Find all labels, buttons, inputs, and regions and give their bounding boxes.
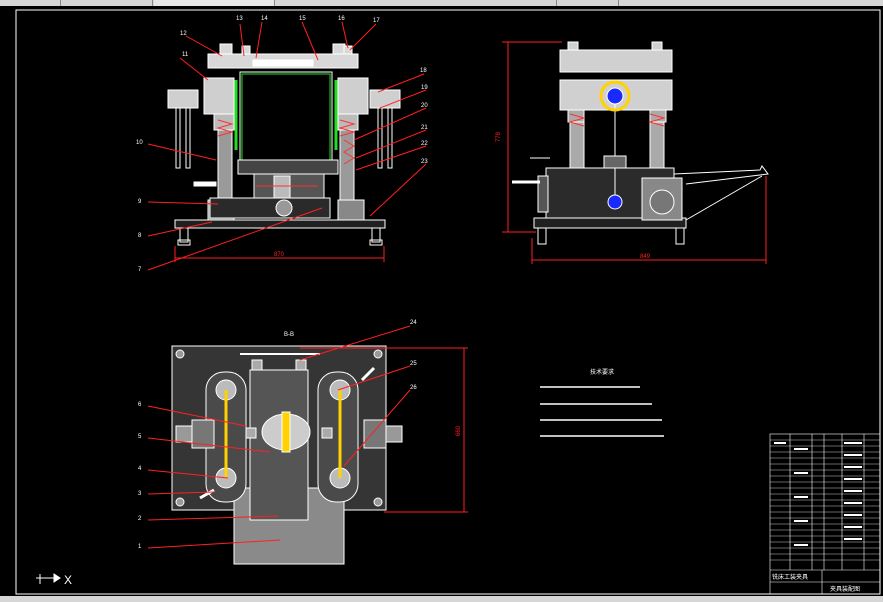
toolbar-segment[interactable] <box>558 0 619 6</box>
callout-4: 4 <box>138 466 142 472</box>
cad-drawing-canvas[interactable]: 12 11 13 14 15 16 17 18 19 20 21 22 23 1… <box>0 6 883 596</box>
side-view <box>512 41 769 245</box>
callout-21: 21 <box>421 125 428 131</box>
callout-24: 24 <box>410 320 417 326</box>
ucs-icon <box>36 573 61 584</box>
plan-height-label: 660 <box>456 425 462 436</box>
plan-view-callouts <box>147 325 411 549</box>
callout-17: 17 <box>373 18 380 24</box>
callout-13: 13 <box>236 16 243 22</box>
callout-3: 3 <box>138 491 142 497</box>
callout-11: 11 <box>182 52 189 58</box>
callout-10: 10 <box>136 140 143 146</box>
callout-14: 14 <box>261 16 268 22</box>
front-width-dimension <box>174 246 385 262</box>
front-view-callouts <box>147 21 427 271</box>
toolbar-strip <box>0 0 883 6</box>
parts-list-text-marks <box>774 442 862 546</box>
callout-6: 6 <box>138 402 142 408</box>
side-height-dimension <box>502 41 562 233</box>
front-view-callout-labels: 12 11 13 14 15 16 17 18 19 20 21 22 23 1… <box>136 16 428 273</box>
callout-16: 16 <box>338 16 345 22</box>
callout-9: 9 <box>138 199 142 205</box>
callout-5: 5 <box>138 434 142 440</box>
plan-view <box>171 345 403 565</box>
drawing-frame <box>15 9 881 595</box>
callout-26: 26 <box>410 385 417 391</box>
callout-18: 18 <box>420 68 427 74</box>
title-block <box>769 433 881 595</box>
side-width-label: 849 <box>640 254 651 260</box>
callout-15: 15 <box>299 16 306 22</box>
side-width-dimension <box>531 176 767 264</box>
title-block-drawing-name: 夹具装配图 <box>830 585 860 593</box>
toolbar-segment[interactable] <box>62 0 153 6</box>
callout-7: 7 <box>138 267 142 273</box>
plan-view-callout-labels: 24 25 26 6 5 4 3 2 1 <box>138 320 417 550</box>
side-height-label: 778 <box>496 131 502 142</box>
callout-2: 2 <box>138 516 142 522</box>
callout-23: 23 <box>421 159 428 165</box>
callout-22: 22 <box>421 141 428 147</box>
status-bar-strip <box>0 596 883 602</box>
toolbar-segment[interactable] <box>154 0 275 6</box>
callout-8: 8 <box>138 233 142 239</box>
front-view <box>167 43 401 246</box>
callout-20: 20 <box>421 103 428 109</box>
parts-list-rows <box>770 439 880 561</box>
callout-12: 12 <box>180 31 187 37</box>
callout-19: 19 <box>421 85 428 91</box>
callout-1: 1 <box>138 544 142 550</box>
toolbar-segment[interactable] <box>0 0 61 6</box>
callout-25: 25 <box>410 361 417 367</box>
ucs-axis-x: X <box>64 573 72 587</box>
toolbar-segment[interactable] <box>276 0 557 6</box>
tech-notes-title: 技术要求 <box>590 368 614 376</box>
plan-height-dimension <box>300 347 468 513</box>
front-width-label: 870 <box>274 252 285 258</box>
tech-notes-lines <box>540 386 664 437</box>
section-label: B-B <box>284 332 294 338</box>
title-block-company: 铣床工装夹具 <box>772 573 808 581</box>
